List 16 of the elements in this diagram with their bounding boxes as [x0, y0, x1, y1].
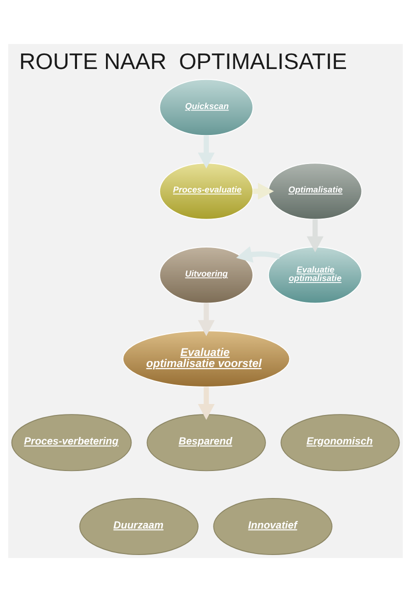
arrow	[236, 246, 280, 262]
arrow	[306, 218, 324, 252]
node-ellipse: Innovatief	[213, 497, 332, 554]
node-ellipse: Evaluatie optimalisatie	[268, 246, 362, 304]
node-ellipse: Proces-evaluatie	[159, 162, 254, 220]
arrow	[198, 386, 215, 420]
node-ellipse: Evaluatie optimalisatie voorstel	[122, 330, 290, 387]
diagram-title: ROUTE NAAR OPTIMALISATIE	[19, 48, 347, 74]
node-ellipse: Quickscan	[159, 78, 254, 136]
node-ellipse: Besparend	[146, 414, 266, 471]
node-ellipse: Optimalisatie	[268, 162, 362, 220]
node-ellipse: Ergonomisch	[280, 414, 400, 471]
arrow	[198, 302, 215, 336]
arrow	[198, 135, 215, 168]
node-ellipse: Proces-verbetering	[11, 414, 132, 471]
node-ellipse: Duurzaam	[79, 497, 199, 554]
